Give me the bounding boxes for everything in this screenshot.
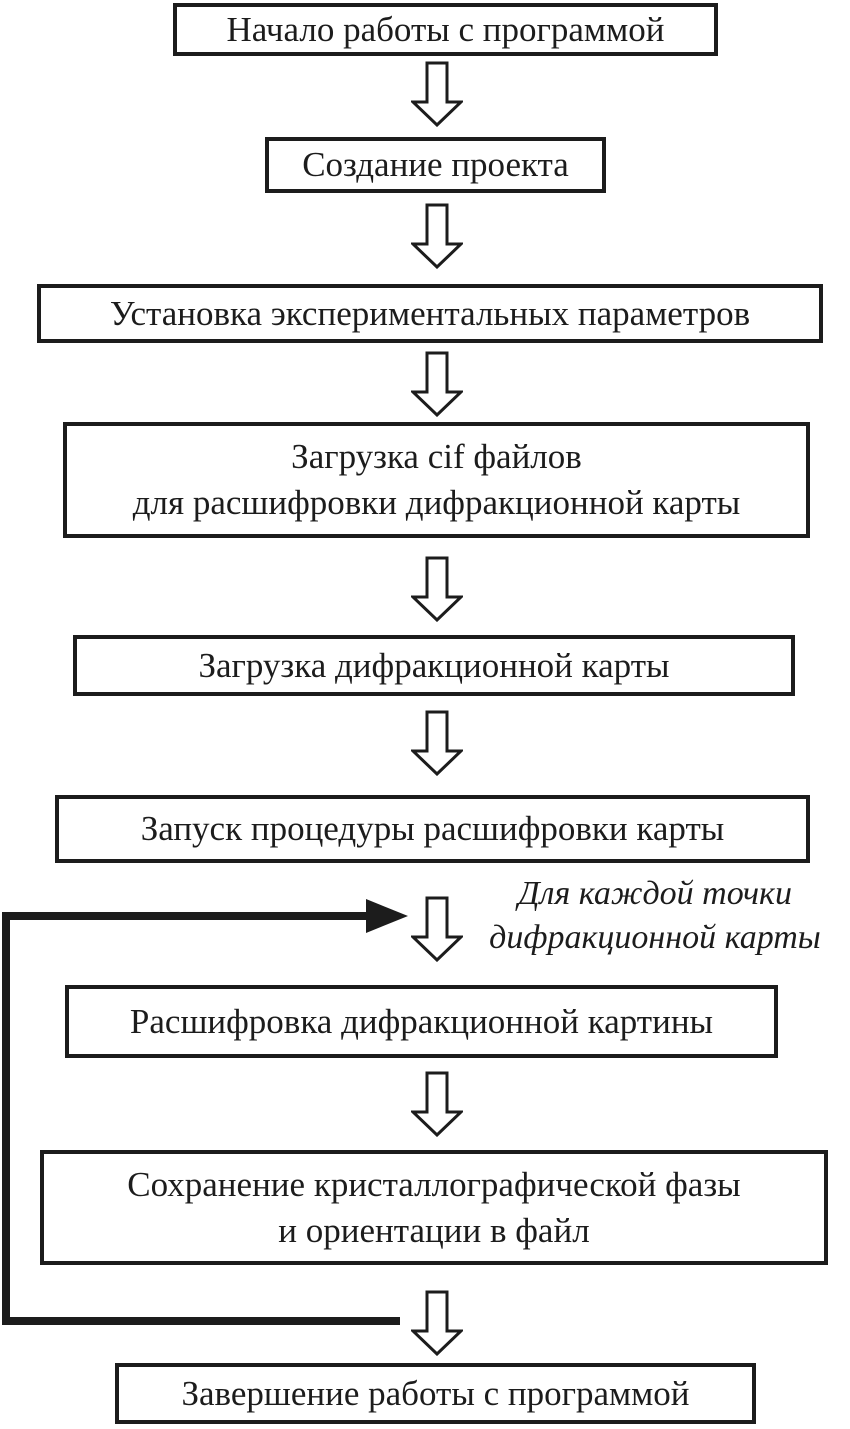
flow-box-set-parameters: Установка экспериментальных параметров bbox=[37, 284, 823, 343]
flow-box-run-procedure-label: Запуск процедуры расшифровки карты bbox=[140, 809, 725, 848]
flow-box-finish-label: Завершение работы с программой bbox=[181, 1373, 690, 1413]
flow-box-start: Начало работы с программой bbox=[173, 3, 718, 56]
flow-box-decode-pattern: Расшифровка дифракционной картины bbox=[65, 985, 778, 1058]
flow-box-run-procedure: Запуск процедуры расшифровки карты bbox=[55, 795, 810, 863]
flow-box-finish: Завершение работы с программой bbox=[115, 1363, 756, 1424]
flow-box-decode-pattern-label: Расшифровка дифракционной картины bbox=[129, 1001, 714, 1041]
loop-arrowhead-icon bbox=[366, 899, 408, 933]
down-arrow-icon bbox=[411, 1290, 463, 1356]
flow-box-load-map: Загрузка дифракционной карты bbox=[73, 635, 795, 696]
flow-box-load-cif-files-label: Загрузка cif файлов для расшифровки дифр… bbox=[132, 437, 741, 522]
loop-top-line bbox=[2, 912, 366, 920]
flow-box-create-project: Создание проекта bbox=[265, 137, 606, 193]
down-arrow-icon bbox=[411, 203, 463, 269]
flow-box-create-project-label: Создание проекта bbox=[302, 145, 569, 184]
loop-annotation: Для каждой точки дифракционной карты bbox=[489, 875, 821, 956]
down-arrow-icon bbox=[411, 710, 463, 776]
flow-box-start-label: Начало работы с программой bbox=[226, 9, 665, 49]
flow-box-set-parameters-label: Установка экспериментальных параметров bbox=[109, 293, 751, 333]
flow-box-save-phase-label: Сохранение кристаллографической фазы и о… bbox=[127, 1164, 741, 1250]
down-arrow-icon bbox=[411, 1071, 463, 1137]
down-arrow-icon bbox=[411, 556, 463, 622]
down-arrow-icon bbox=[411, 351, 463, 417]
loop-left-line bbox=[2, 912, 10, 1325]
loop-bottom-line bbox=[2, 1317, 400, 1325]
down-arrow-icon bbox=[411, 896, 463, 962]
down-arrow-icon bbox=[411, 61, 463, 127]
flow-box-save-phase: Сохранение кристаллографической фазы и о… bbox=[40, 1150, 828, 1265]
flow-box-load-map-label: Загрузка дифракционной карты bbox=[198, 645, 670, 685]
flow-box-load-cif-files: Загрузка cif файлов для расшифровки дифр… bbox=[63, 422, 810, 538]
